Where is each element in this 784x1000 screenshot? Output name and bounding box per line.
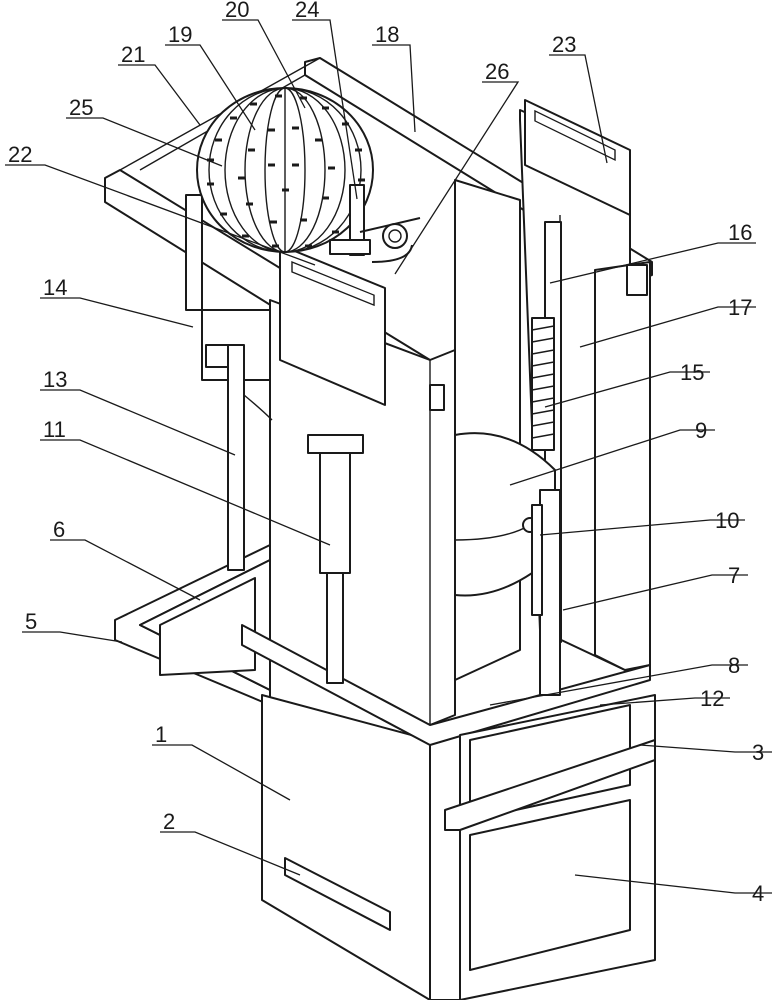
label-23: 23 — [552, 32, 576, 57]
right-cabinet — [444, 489, 656, 1000]
label-24: 24 — [295, 0, 319, 22]
label-4: 4 — [752, 881, 764, 906]
label-11: 11 — [43, 417, 66, 442]
label-8: 8 — [728, 653, 740, 678]
label-20: 20 — [225, 0, 249, 22]
label-10: 10 — [715, 508, 739, 533]
plate-22 — [279, 244, 386, 406]
plate-23 — [524, 99, 631, 216]
rack-teeth — [531, 325, 555, 439]
label-13: 13 — [43, 367, 67, 392]
label-18: 18 — [375, 22, 399, 47]
base-block — [241, 624, 651, 1000]
label-21: 21 — [121, 42, 145, 67]
label-12: 12 — [700, 686, 724, 711]
label-2: 2 — [163, 809, 175, 834]
label-25: 25 — [69, 95, 93, 120]
label-9: 9 — [695, 418, 707, 443]
label-22: 22 — [8, 142, 32, 167]
left-tray — [114, 344, 273, 706]
leader-lines — [5, 19, 772, 894]
label-5: 5 — [25, 609, 37, 634]
label-7: 7 — [728, 563, 740, 588]
label-26: 26 — [485, 59, 509, 84]
label-6: 6 — [53, 517, 65, 542]
label-17: 17 — [728, 295, 752, 320]
label-3: 3 — [752, 740, 764, 765]
label-1: 1 — [155, 722, 167, 747]
label-15: 15 — [680, 360, 704, 385]
rod-11 — [307, 434, 364, 684]
label-16: 16 — [728, 220, 752, 245]
number-labels: 1 2 3 4 5 6 7 8 9 10 11 12 13 14 15 16 1… — [8, 0, 764, 906]
label-19: 19 — [168, 22, 192, 47]
spiked-sphere — [196, 87, 421, 263]
label-14: 14 — [43, 275, 67, 300]
